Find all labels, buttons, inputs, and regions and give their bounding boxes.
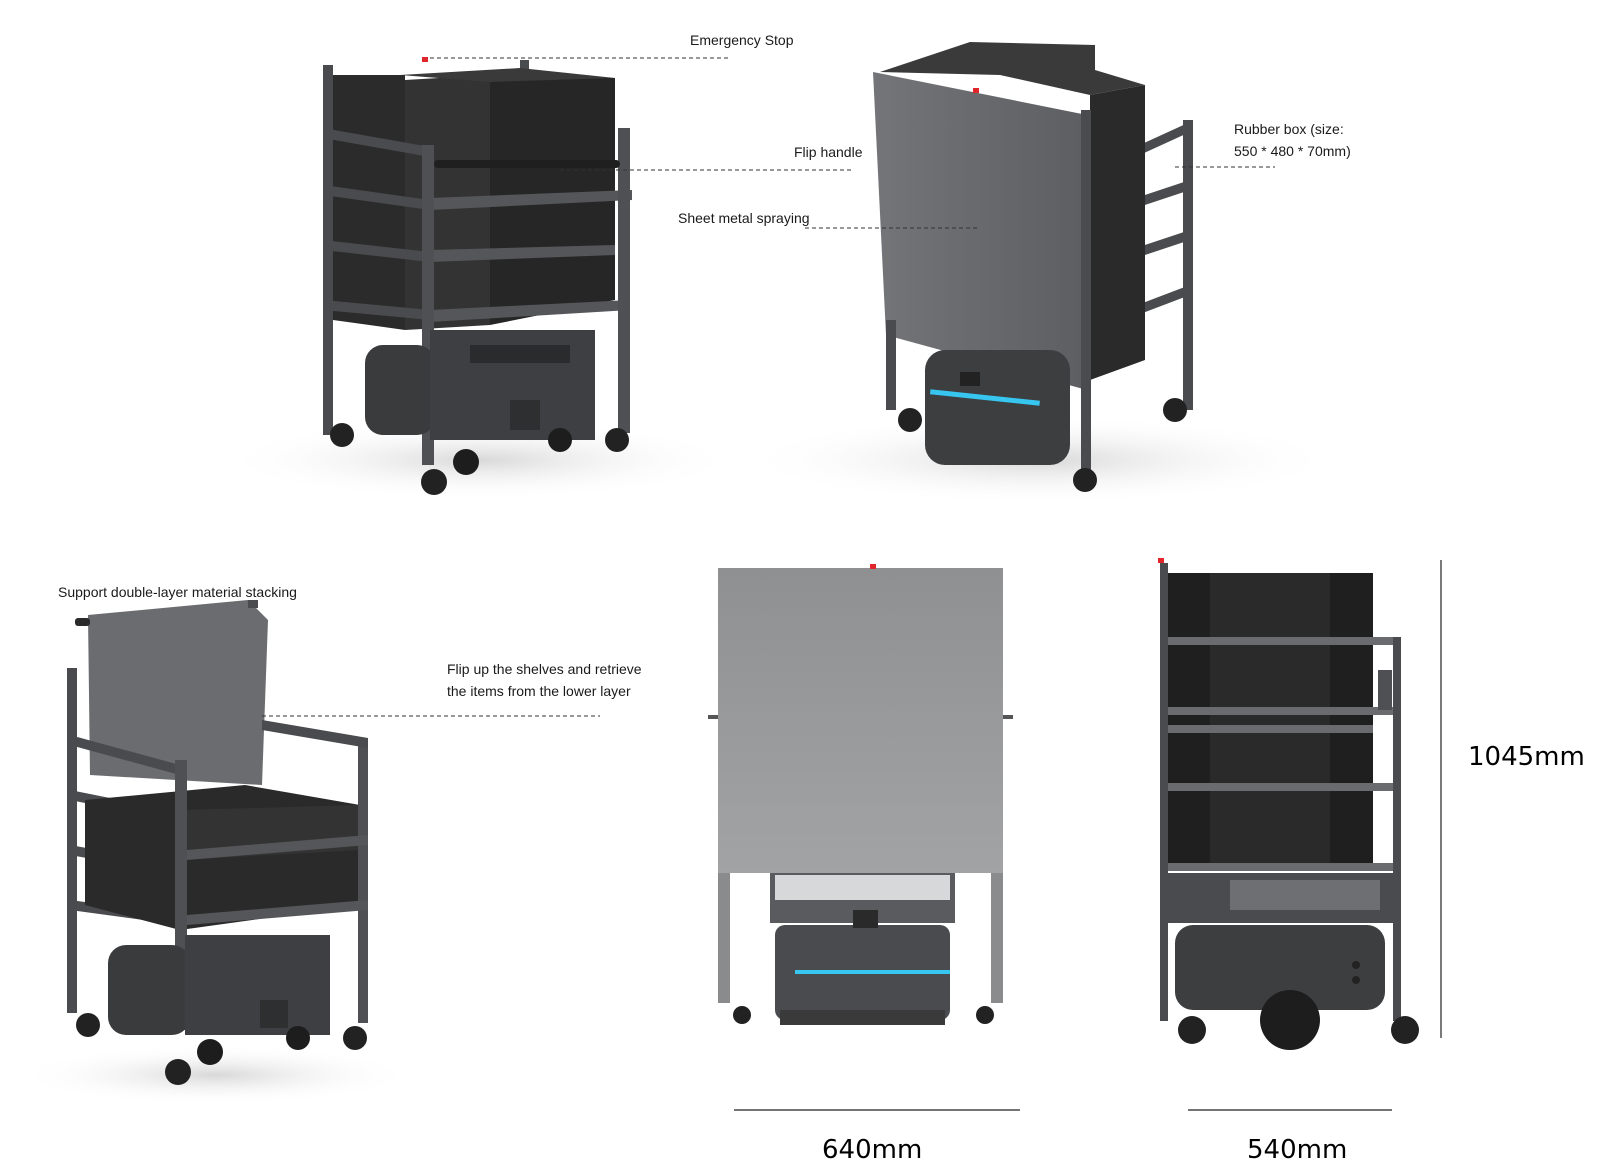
leader-lines xyxy=(262,57,1275,717)
dimension-width-side: 540mm xyxy=(1247,1135,1348,1165)
callout-double-layer: Support double-layer material stacking xyxy=(58,584,297,600)
cart-view-front-three-quarter xyxy=(220,57,740,500)
dimension-lines xyxy=(734,560,1442,1111)
cart-view-flipped-shelves xyxy=(15,600,415,1105)
dimension-width-front: 640mm xyxy=(822,1135,923,1165)
callout-flip-up-line1: Flip up the shelves and retrieve xyxy=(447,661,642,677)
callout-flip-up-shelves: Flip up the shelves and retrieve the ite… xyxy=(447,658,642,702)
callout-flip-up-line2: the items from the lower layer xyxy=(447,683,631,699)
cart-view-rear-three-quarter xyxy=(740,42,1340,505)
callout-emergency-stop: Emergency Stop xyxy=(690,32,794,48)
callout-sheet-metal-spraying: Sheet metal spraying xyxy=(678,210,810,226)
callout-rubber-box: Rubber box (size: 550 * 480 * 70mm) xyxy=(1234,118,1351,162)
callout-rubber-box-line2: 550 * 480 * 70mm) xyxy=(1234,143,1351,159)
callout-flip-handle: Flip handle xyxy=(794,144,863,160)
cart-view-front-orthographic xyxy=(708,564,1013,1025)
dimension-height: 1045mm xyxy=(1468,742,1585,772)
cart-view-side-orthographic xyxy=(1158,558,1419,1050)
callout-rubber-box-line1: Rubber box (size: xyxy=(1234,121,1344,137)
